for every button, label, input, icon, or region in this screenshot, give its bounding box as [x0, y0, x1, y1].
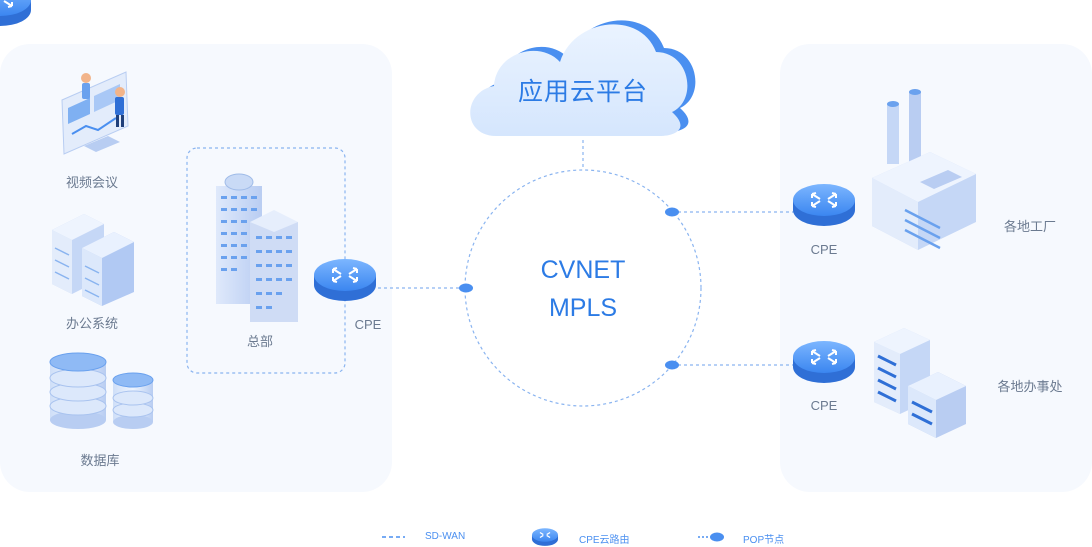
hq-label: 总部: [246, 334, 273, 349]
video-conference-icon: [61, 71, 129, 155]
hq-building-icon: [216, 173, 298, 322]
legend-cpe-icon: [531, 528, 559, 546]
video-conference-label: 视频会议: [65, 175, 118, 190]
hq-cpe-label: CPE: [354, 317, 382, 332]
legend-sdwan-label: SD-WAN: [425, 531, 466, 542]
office-label: 各地办事处: [997, 379, 1063, 394]
factory-icon: [872, 89, 976, 250]
pop-node-hq: [459, 283, 473, 293]
cpe-router-icon-hq: [313, 258, 377, 302]
factory-cpe-label: CPE: [810, 242, 838, 257]
cloud-icon: [470, 20, 696, 136]
legend-cpe-label: CPE云路由: [579, 535, 630, 546]
pop-node-office: [665, 360, 679, 370]
dashed-connectors: [186, 140, 795, 374]
legend: [382, 528, 724, 546]
legend-pop-label: POP节点: [743, 535, 785, 546]
cpe-router-icon: [0, 0, 31, 26]
core-label-line1: CVNET: [540, 256, 626, 284]
database-label: 数据库: [80, 453, 120, 468]
cpe-router-icon-factory: [792, 183, 856, 227]
office-building-icon: [874, 328, 966, 438]
cpe-router-icon-office: [792, 340, 856, 384]
office-system-label: 办公系统: [65, 316, 118, 331]
factory-label: 各地工厂: [1003, 219, 1056, 234]
office-server-icon: [52, 214, 134, 306]
core-label-line2: MPLS: [548, 294, 618, 322]
office-cpe-label: CPE: [810, 398, 838, 413]
database-icon: [49, 352, 154, 429]
mpls-core-circle: [464, 169, 702, 407]
pop-nodes: [459, 207, 679, 370]
legend-pop-dot-icon: [710, 532, 724, 542]
pop-node-factory: [665, 207, 679, 217]
cloud-label: 应用云平台: [517, 78, 648, 106]
hq-dashed-boundary: [186, 147, 346, 374]
